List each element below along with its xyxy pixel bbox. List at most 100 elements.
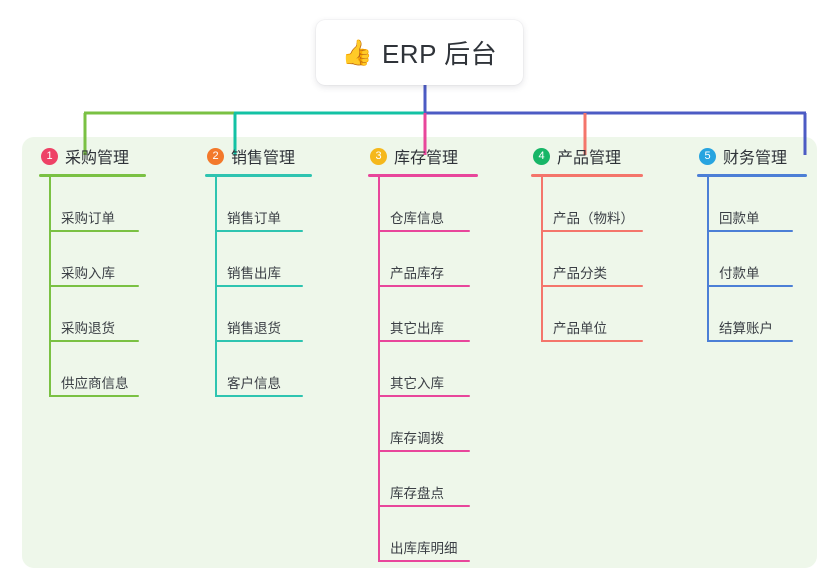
branch-spine xyxy=(707,177,709,342)
branch-item-underline xyxy=(49,230,139,232)
branch-item[interactable]: 出库库明细 xyxy=(368,507,478,562)
branch-header-3[interactable]: 3 库存管理 xyxy=(368,144,478,168)
branch-column-3: 3 库存管理仓库信息产品库存其它出库其它入库库存调拨库存盘点出库库明细 xyxy=(368,144,478,562)
root-title: ERP 后台 xyxy=(381,39,498,69)
branch-underline xyxy=(697,174,807,177)
branch-item-underline xyxy=(541,285,643,287)
branch-header-5[interactable]: 5 财务管理 xyxy=(697,144,807,168)
branch-item-underline xyxy=(378,505,470,507)
branch-item[interactable]: 仓库信息 xyxy=(368,177,478,232)
branch-item-underline xyxy=(378,450,470,452)
branch-item-list: 产品（物料） 产品分类产品单位 xyxy=(531,177,643,342)
branch-item-underline xyxy=(49,395,139,397)
branches-panel xyxy=(22,137,817,568)
branch-item-label: 产品（物料） xyxy=(553,211,634,226)
branch-column-5: 5 财务管理回款单付款单结算账户 xyxy=(697,144,807,342)
branch-item-label: 仓库信息 xyxy=(390,211,444,226)
branch-item[interactable]: 采购订单 xyxy=(39,177,146,232)
branch-item-underline xyxy=(707,230,793,232)
branch-item-label: 产品库存 xyxy=(390,266,444,281)
branch-title: 库存管理 xyxy=(394,150,459,167)
branch-item[interactable]: 产品（物料） xyxy=(531,177,643,232)
branch-item-label: 销售订单 xyxy=(227,211,281,226)
branch-item-label: 其它出库 xyxy=(390,321,444,336)
branch-item-underline xyxy=(378,340,470,342)
thumbs-up-icon: 👍 xyxy=(341,38,373,67)
branch-item-underline xyxy=(215,285,303,287)
branch-item-label: 其它入库 xyxy=(390,376,444,391)
branch-item-label: 采购订单 xyxy=(61,211,115,226)
branch-item-list: 回款单付款单结算账户 xyxy=(697,177,807,342)
branch-item[interactable]: 供应商信息 xyxy=(39,342,146,397)
branch-title: 产品管理 xyxy=(557,150,622,167)
branch-item-label: 库存盘点 xyxy=(390,486,444,501)
branch-item-underline xyxy=(707,285,793,287)
branch-item-label: 结算账户 xyxy=(719,321,773,336)
branch-item-label: 采购退货 xyxy=(61,321,115,336)
branch-title: 销售管理 xyxy=(231,150,296,167)
branch-item-label: 出库库明细 xyxy=(390,541,458,556)
branch-item-list: 销售订单销售出库销售退货客户信息 xyxy=(205,177,312,397)
branch-item[interactable]: 产品单位 xyxy=(531,287,643,342)
branch-item[interactable]: 付款单 xyxy=(697,232,807,287)
branch-spine xyxy=(378,177,380,562)
branch-item[interactable]: 库存盘点 xyxy=(368,452,478,507)
branch-item-label: 供应商信息 xyxy=(61,376,129,391)
branch-item-underline xyxy=(215,395,303,397)
branch-item[interactable]: 产品分类 xyxy=(531,232,643,287)
branch-spine xyxy=(541,177,543,342)
branch-item[interactable]: 销售退货 xyxy=(205,287,312,342)
branch-spine xyxy=(215,177,217,397)
branch-item-underline xyxy=(378,285,470,287)
branch-item[interactable]: 其它出库 xyxy=(368,287,478,342)
branch-title: 财务管理 xyxy=(723,150,788,167)
branch-item-underline xyxy=(378,230,470,232)
branch-item-label: 采购入库 xyxy=(61,266,115,281)
branch-item[interactable]: 采购入库 xyxy=(39,232,146,287)
branch-title: 采购管理 xyxy=(65,150,130,167)
branch-item[interactable]: 客户信息 xyxy=(205,342,312,397)
branch-item-label: 库存调拨 xyxy=(390,431,444,446)
branch-item[interactable]: 回款单 xyxy=(697,177,807,232)
branch-item-underline xyxy=(49,340,139,342)
branch-item-underline xyxy=(378,395,470,397)
branch-header-1[interactable]: 1 采购管理 xyxy=(39,144,146,168)
branch-spine xyxy=(49,177,51,397)
branch-item-label: 销售退货 xyxy=(227,321,281,336)
branch-underline xyxy=(39,174,146,177)
branch-item-label: 销售出库 xyxy=(227,266,281,281)
branch-item-underline xyxy=(49,285,139,287)
branch-item-underline xyxy=(541,230,643,232)
branch-number-badge: 3 xyxy=(370,147,387,165)
branch-number-badge: 2 xyxy=(207,147,224,165)
branch-item-label: 产品单位 xyxy=(553,321,607,336)
branch-item-underline xyxy=(215,340,303,342)
branch-item-label: 回款单 xyxy=(719,211,760,226)
branch-item-underline xyxy=(541,340,643,342)
branch-item-label: 付款单 xyxy=(719,266,760,281)
branch-item[interactable]: 销售订单 xyxy=(205,177,312,232)
branch-item[interactable]: 采购退货 xyxy=(39,287,146,342)
branch-item[interactable]: 销售出库 xyxy=(205,232,312,287)
branch-item-underline xyxy=(707,340,793,342)
branch-item-label: 客户信息 xyxy=(227,376,281,391)
branch-header-2[interactable]: 2 销售管理 xyxy=(205,144,312,168)
branch-underline xyxy=(531,174,643,177)
branch-item-underline xyxy=(378,560,470,562)
branch-number-badge: 1 xyxy=(41,147,58,165)
branch-item-list: 仓库信息产品库存其它出库其它入库库存调拨库存盘点出库库明细 xyxy=(368,177,478,562)
branch-underline xyxy=(205,174,312,177)
branch-item[interactable]: 其它入库 xyxy=(368,342,478,397)
branch-item[interactable]: 产品库存 xyxy=(368,232,478,287)
branch-underline xyxy=(368,174,478,177)
branch-item[interactable]: 结算账户 xyxy=(697,287,807,342)
branch-item-underline xyxy=(215,230,303,232)
root-node[interactable]: 👍 ERP 后台 xyxy=(316,20,523,85)
branch-item[interactable]: 库存调拨 xyxy=(368,397,478,452)
branch-number-badge: 5 xyxy=(699,147,716,165)
branch-item-label: 产品分类 xyxy=(553,266,607,281)
branch-item-list: 采购订单采购入库采购退货供应商信息 xyxy=(39,177,146,397)
